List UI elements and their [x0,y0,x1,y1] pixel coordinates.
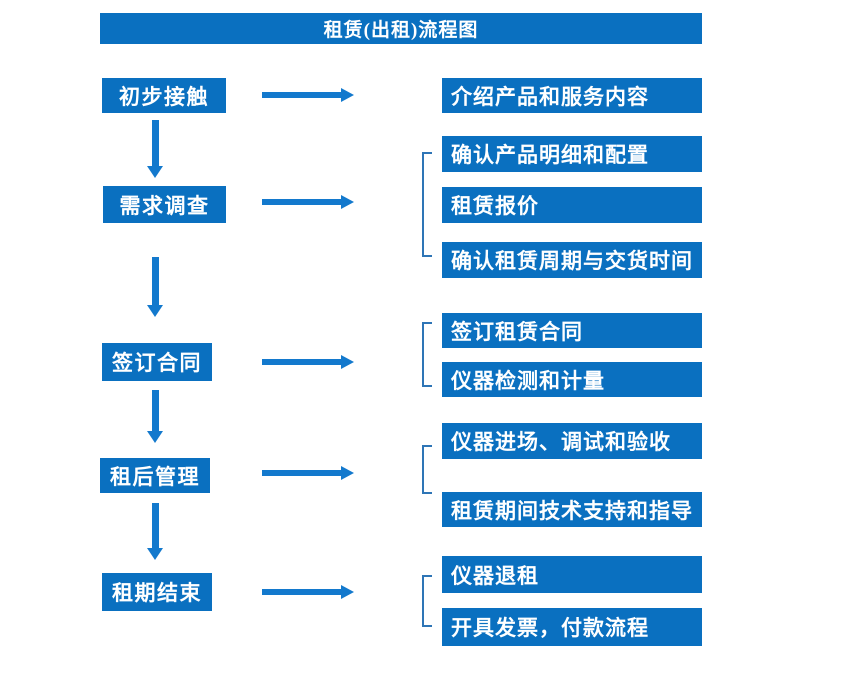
right-arrow-3 [262,355,354,369]
down-arrow-shaft [152,120,159,167]
stage-box-demand-survey: 需求调查 [103,186,226,223]
down-arrow-2 [147,257,164,317]
right-arrow-5 [262,585,354,599]
detail-box-instrument-test-calibration: 仪器检测和计量 [442,362,702,397]
down-arrow-3 [147,390,164,443]
title-bar: 租赁(出租)流程图 [100,13,702,44]
detail-box-tech-support-guidance: 租赁期间技术支持和指导 [442,492,702,527]
stage-box-sign-contract: 签订合同 [102,343,212,381]
right-arrow-shaft [262,470,342,476]
page-title: 租赁(出租)流程图 [323,20,479,41]
right-arrow-1 [262,88,354,102]
down-arrow-shaft [152,390,159,432]
right-arrow-shaft [262,359,342,365]
right-arrow-4 [262,466,354,480]
group-bracket-demand-survey [422,152,432,257]
right-arrow-head [341,355,354,369]
down-arrow-head [147,548,163,560]
right-arrow-head [341,585,354,599]
down-arrow-4 [147,503,164,560]
right-arrow-shaft [262,199,342,205]
right-arrow-head [341,466,354,480]
detail-box-confirm-period-delivery: 确认租赁周期与交货时间 [442,242,702,278]
stage-box-initial-contact: 初步接触 [102,78,226,113]
down-arrow-1 [147,120,164,178]
down-arrow-shaft [152,503,159,549]
right-arrow-shaft [262,589,342,595]
right-arrow-2 [262,195,354,209]
detail-box-intro-products-services: 介绍产品和服务内容 [442,78,702,113]
right-arrow-shaft [262,92,342,98]
detail-box-sign-rental-contract: 签订租赁合同 [442,313,702,348]
down-arrow-head [147,431,163,443]
detail-box-confirm-product-config: 确认产品明细和配置 [442,136,702,172]
down-arrow-shaft [152,257,159,306]
group-bracket-post-rental [422,445,432,494]
detail-box-instrument-return: 仪器退租 [442,556,702,593]
right-arrow-head [341,195,354,209]
detail-box-instrument-setup-acceptance: 仪器进场、调试和验收 [442,423,702,459]
stage-box-lease-end: 租期结束 [102,573,212,611]
right-arrow-head [341,88,354,102]
down-arrow-head [147,166,163,178]
down-arrow-head [147,305,163,317]
stage-box-post-rental-management: 租后管理 [100,458,210,493]
detail-box-rental-quote: 租赁报价 [442,187,702,223]
group-bracket-sign-contract [422,322,432,387]
detail-box-invoice-payment: 开具发票，付款流程 [442,608,702,646]
group-bracket-lease-end [422,575,432,627]
